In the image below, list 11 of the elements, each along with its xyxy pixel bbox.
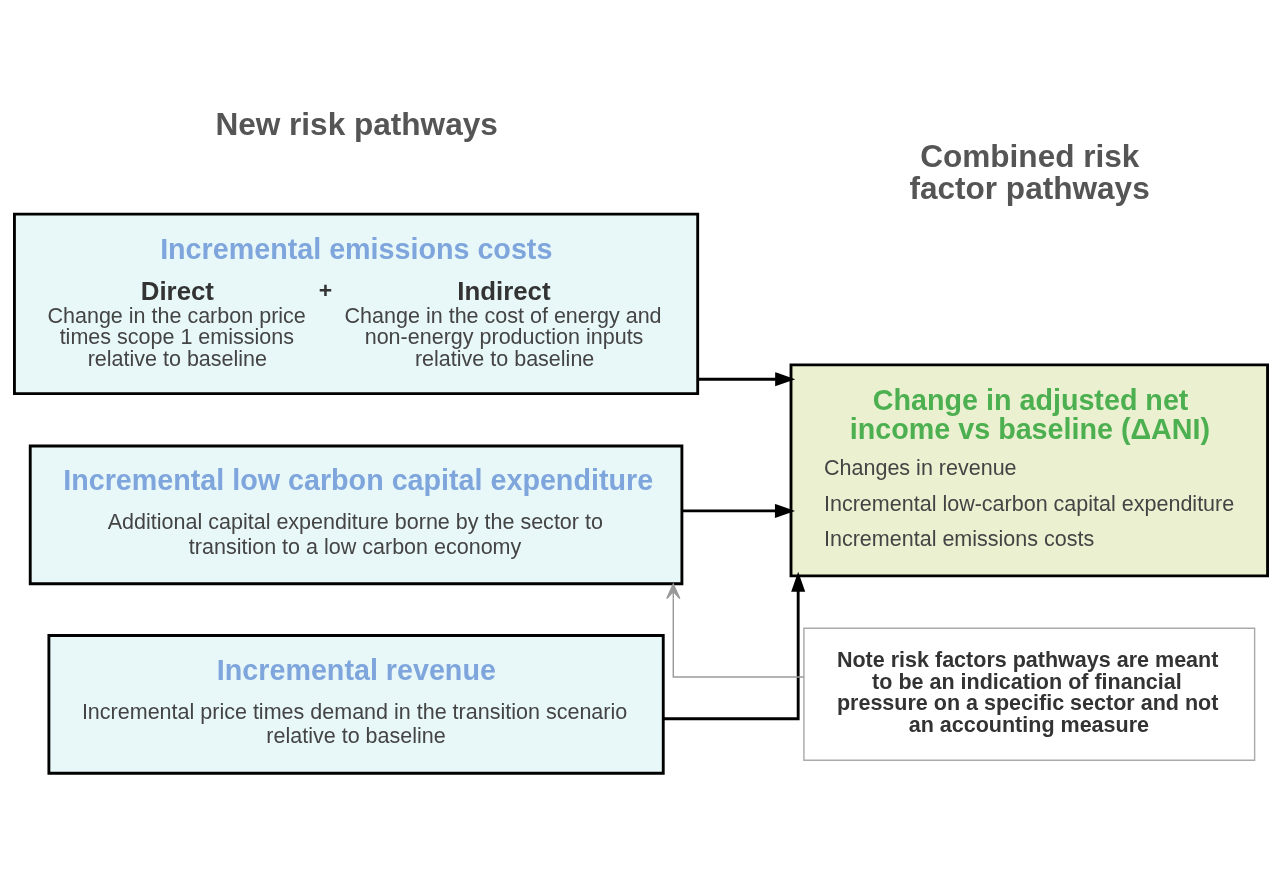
arrow bbox=[666, 583, 805, 678]
label: New risk pathways bbox=[215, 106, 498, 143]
arrow bbox=[663, 571, 806, 721]
arrow bbox=[698, 372, 796, 387]
arrow bbox=[682, 503, 796, 518]
node-box: Incremental revenue Incremental price times demand in the transition scenario relative to baseline bbox=[47, 634, 665, 775]
node-box: Incremental emissions costs Direct Change in the carbon price times scope 1 emissions relative to baseline + Indirect Change in the cost of energy and non-energy production inputs relative to baseline bbox=[13, 212, 700, 396]
node-box: Incremental low carbon capital expenditure Additional capital expenditure borne by the sector to transition to a low carbon economy bbox=[28, 444, 684, 586]
node-box: Change in adjusted net income vs baseline (ΔANI) Changes in revenue Incremental low-carbon capital expenditure Incremental emissions costs bbox=[789, 363, 1269, 578]
node-box: Note risk factors pathways are meant to be an indication of financial pressure on a specific sector and not an accounting measure bbox=[803, 627, 1256, 762]
label: Combined risk factor pathways bbox=[909, 137, 1150, 206]
